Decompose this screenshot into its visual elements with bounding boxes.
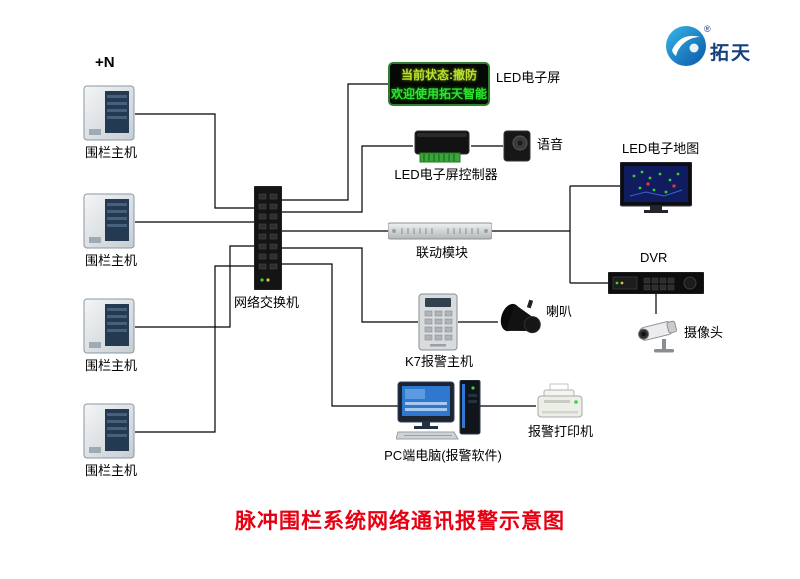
led-screen-label: LED电子屏 xyxy=(496,70,561,85)
dvr-icon xyxy=(608,272,704,294)
plus-n-label: +N xyxy=(95,54,115,71)
fence-host-4-label: 围栏主机 xyxy=(84,463,137,478)
pc-workstation-icon xyxy=(396,380,481,440)
camera-label: 摄像头 xyxy=(684,325,724,340)
horn-speaker-icon xyxy=(500,299,541,334)
k7-alarm-host-icon xyxy=(418,293,458,351)
led-controller-icon xyxy=(414,130,470,163)
fence-host-2-label: 围栏主机 xyxy=(84,253,137,268)
brand-logo: ® 拓天 xyxy=(664,24,774,72)
voice-label: 语音 xyxy=(537,137,564,152)
brand-name: 拓天 xyxy=(710,43,753,64)
led-map-label: LED电子地图 xyxy=(622,141,700,156)
fence-host-1-icon xyxy=(83,85,135,141)
brand-logo-icon xyxy=(666,26,706,66)
horn-label: 喇叭 xyxy=(546,304,573,319)
led-controller-label: LED电子屏控制器 xyxy=(394,167,498,182)
dvr-label: DVR xyxy=(640,250,668,265)
network-switch-label: 网络交换机 xyxy=(234,295,300,310)
k7-alarm-host-label: K7报警主机 xyxy=(405,354,473,369)
led-display-line1: 当前状态:撤防 xyxy=(401,68,477,82)
fence-host-3-icon xyxy=(83,298,135,354)
fence-host-1-label: 围栏主机 xyxy=(84,145,137,160)
voice-speaker-icon xyxy=(503,130,531,162)
led-map-icon xyxy=(620,162,692,213)
linkage-module-icon xyxy=(388,222,492,240)
linkage-module-label: 联动模块 xyxy=(415,245,468,260)
led-display-screen: 当前状态:撤防 欢迎使用拓天智能 xyxy=(388,62,490,106)
alarm-printer-icon xyxy=(537,383,583,418)
led-display-line2: 欢迎使用拓天智能 xyxy=(390,87,487,101)
fence-host-3-label: 围栏主机 xyxy=(84,358,137,373)
pc-label: PC端电脑(报警软件) xyxy=(384,448,502,463)
camera-icon xyxy=(638,320,677,353)
registered-mark: ® xyxy=(704,24,711,34)
diagram-title: 脉冲围栏系统网络通讯报警示意图 xyxy=(235,510,565,533)
fence-host-2-icon xyxy=(83,193,135,249)
alarm-printer-label: 报警打印机 xyxy=(528,424,594,439)
fence-host-4-icon xyxy=(83,403,135,459)
network-switch-icon xyxy=(254,186,282,290)
